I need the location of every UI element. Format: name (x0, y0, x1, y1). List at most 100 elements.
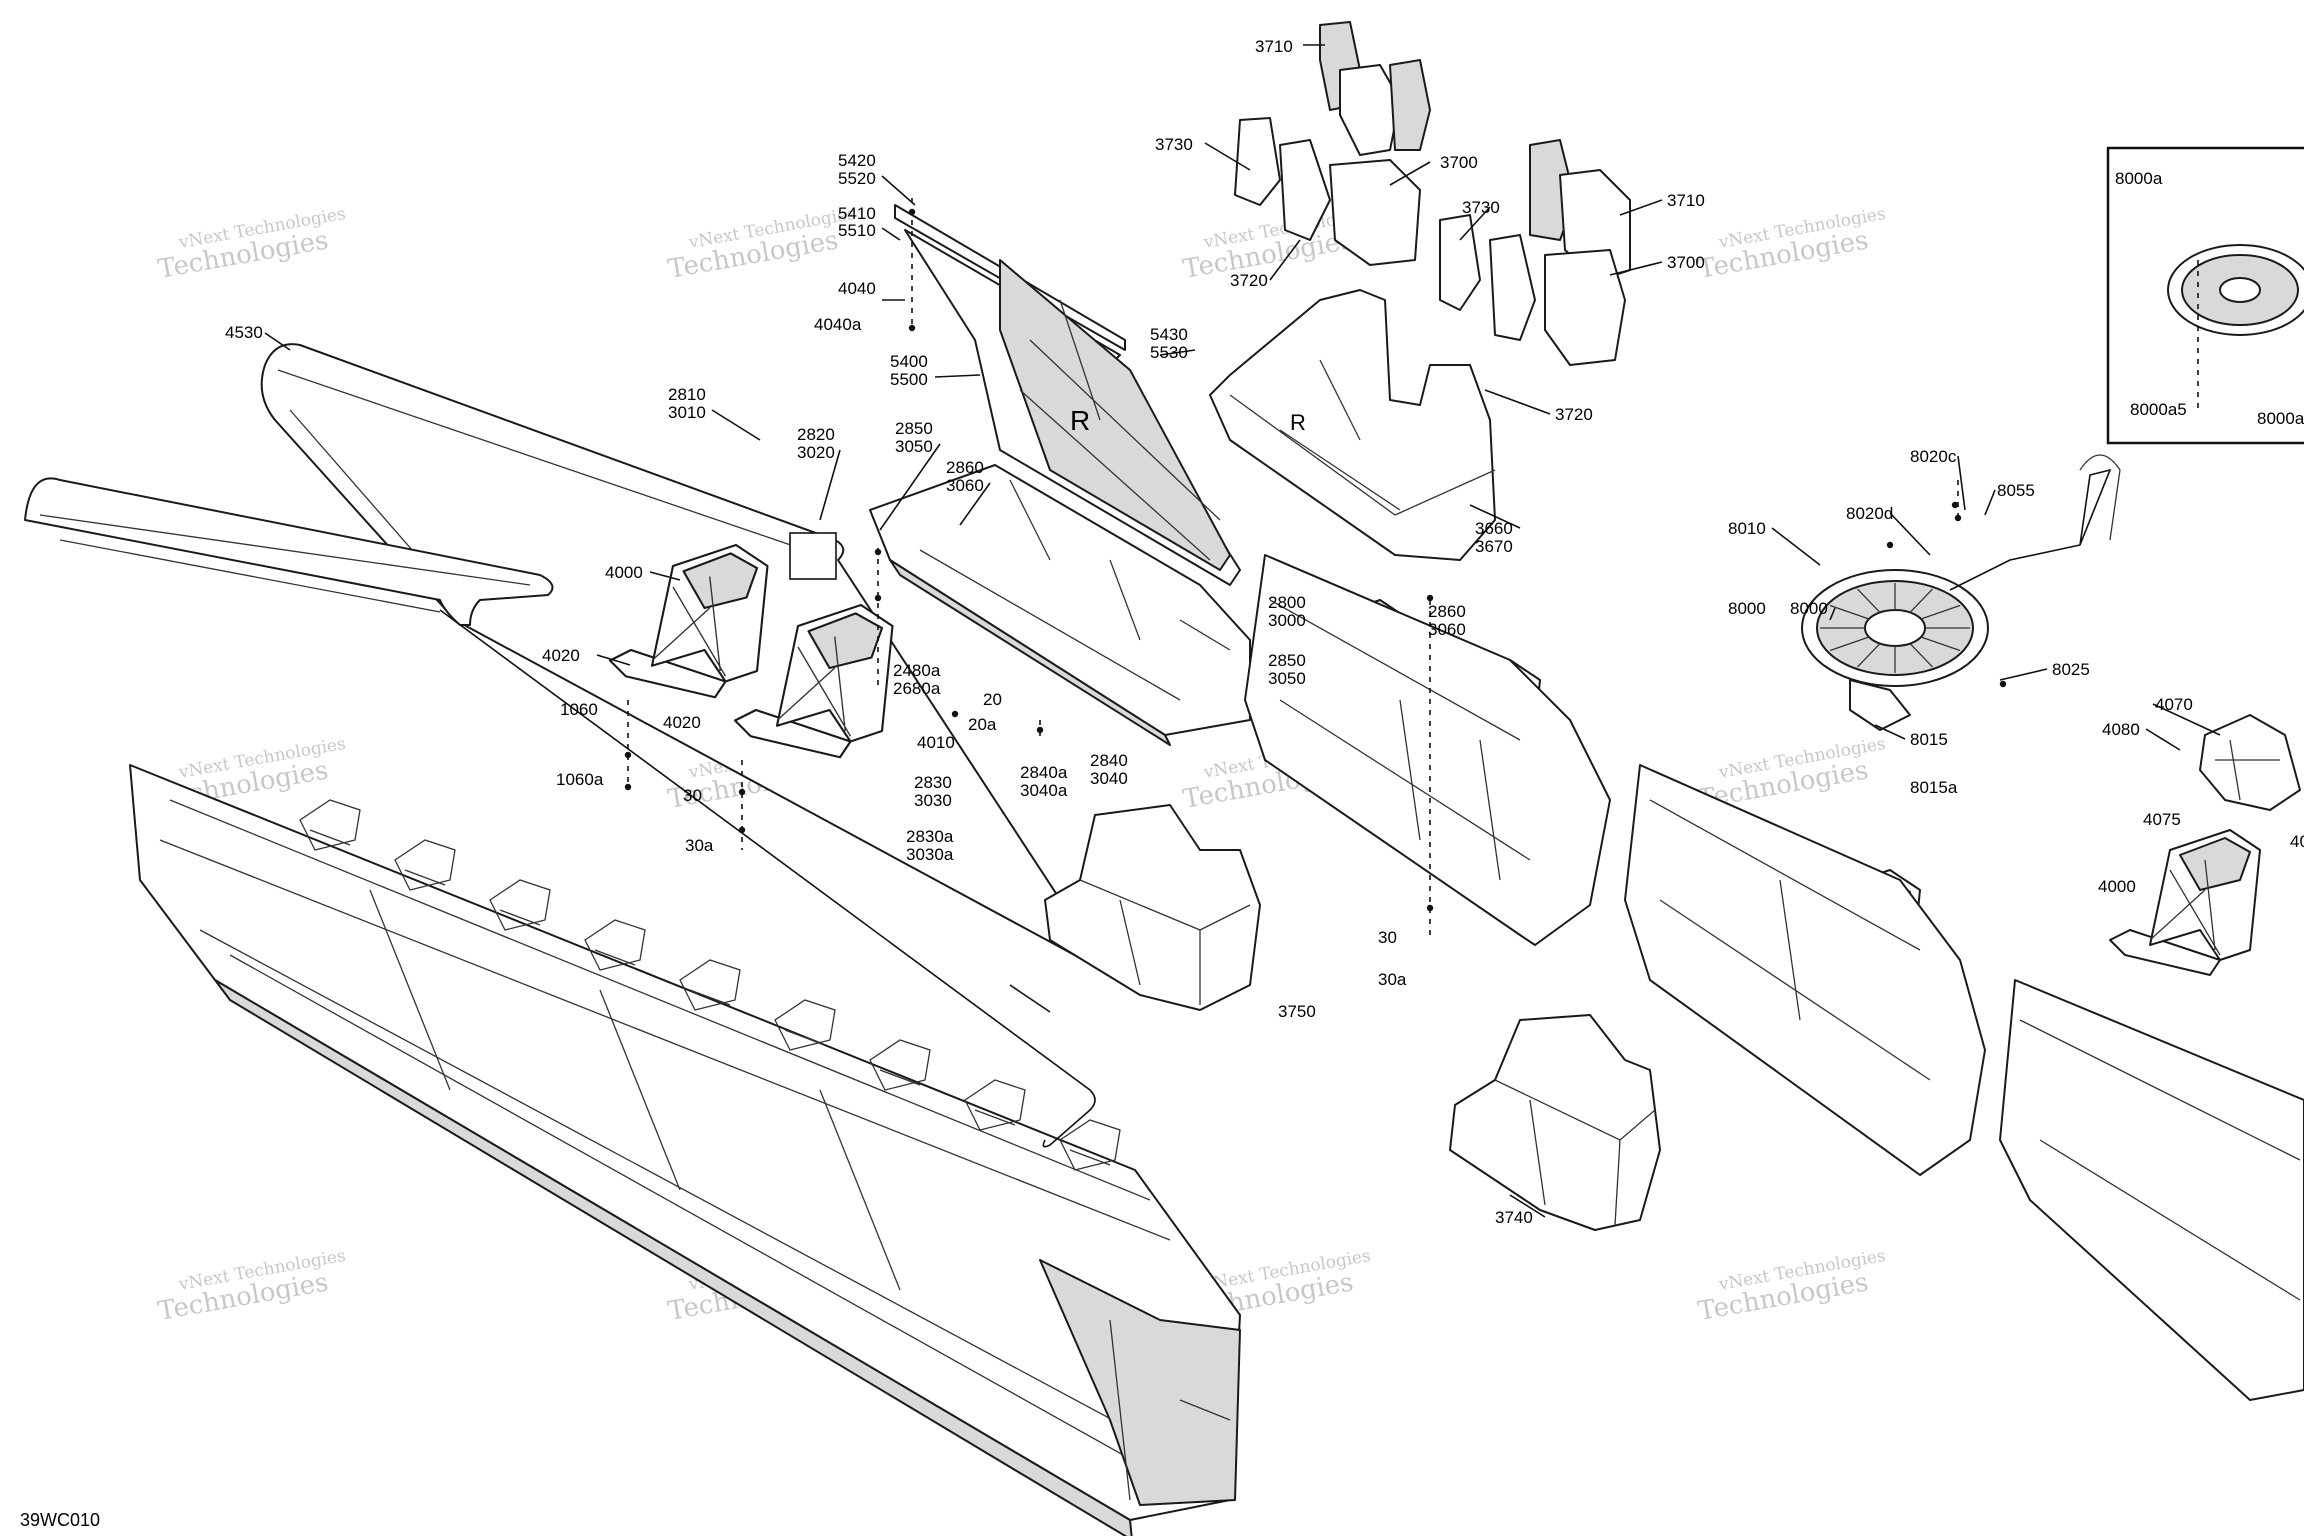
callout-label: 8010 (1728, 519, 1766, 538)
callout-label: 8000a (2115, 169, 2163, 188)
callout-label: 20 (983, 690, 1002, 709)
callout-label: 5510 (838, 221, 876, 240)
svg-text:R: R (1290, 410, 1306, 435)
callout-label: 5410 (838, 204, 876, 223)
callout-label: 3050 (895, 437, 933, 456)
callout-label: 3040a (1020, 781, 1068, 800)
callout-label: 2850 (895, 419, 933, 438)
fastener-dot (1999, 680, 2007, 688)
callout-label: 4530 (225, 323, 263, 342)
callout-label: 1060 (560, 700, 598, 719)
diagram-code: 39WC010 (20, 1510, 100, 1530)
callout-label: 3720 (1230, 271, 1268, 290)
tunnel-middle (1244, 554, 1611, 946)
leader-line (264, 332, 291, 351)
leader-line (711, 409, 761, 441)
leader-line (1204, 142, 1251, 171)
fastener-dot (1951, 501, 1959, 509)
inset-detail-box (2106, 146, 2304, 445)
callout-label: 3710 (1667, 191, 1705, 210)
leader-line (879, 443, 941, 531)
callout-label: 8020c (1910, 447, 1957, 466)
leader-line (1389, 161, 1431, 186)
callout-label: 2860 (946, 458, 984, 477)
callout-label: 3750 (1278, 1002, 1316, 1021)
callout-label: 2680a (893, 679, 941, 698)
fastener-dot (738, 826, 746, 834)
callout-label: 2820 (797, 425, 835, 444)
callout-label: 8055 (1997, 481, 2035, 500)
container-3750 (1044, 804, 1261, 1011)
leader-line (881, 227, 901, 241)
leader-line (1484, 389, 1551, 415)
support-leg (733, 603, 894, 759)
seat-frame-3660: R (1209, 289, 1496, 561)
callout-label: 3700 (1667, 253, 1705, 272)
svg-text:R: R (1070, 405, 1090, 436)
callout-label: 2840 (1090, 751, 1128, 770)
callout-label: 4080 (2102, 720, 2140, 739)
leader-line (1459, 206, 1491, 241)
callout-label: 2840a (1020, 763, 1068, 782)
callout-label: 1060a (556, 770, 604, 789)
leader-line (1619, 199, 1663, 216)
leader-line (959, 482, 991, 526)
tunnel-far-right (1999, 979, 2304, 1401)
leader-line (1957, 455, 1966, 511)
leader-line (1159, 349, 1196, 356)
callout-label: 3730 (1462, 198, 1500, 217)
tunnel-base-assembly (129, 764, 1241, 1536)
callout-label: 3030 (914, 791, 952, 810)
callout-label: 3660 (1475, 519, 1513, 538)
callout-label: 30a (1378, 970, 1407, 989)
tunnel-right (1624, 764, 1986, 1176)
seat-cushion-group-top (1234, 21, 1631, 366)
callout-label: 4010 (917, 733, 955, 752)
callout-label: 3020 (797, 443, 835, 462)
callout-label: 3720 (1555, 405, 1593, 424)
leader-lines (264, 44, 2221, 1218)
leader-line (1009, 984, 1051, 1013)
callout-label: 4040a (814, 315, 862, 334)
callout-label: 2830 (914, 773, 952, 792)
callout-label: 8020d (1846, 504, 1893, 523)
fastener-dot (624, 783, 632, 791)
callout-label: 8000a5 (2130, 400, 2187, 419)
callout-label: 3010 (668, 403, 706, 422)
callout-label: 3060 (1428, 620, 1466, 639)
callout-label: 4000 (2098, 877, 2136, 896)
callout-label: 8000 (1790, 599, 1828, 618)
leader-line (1269, 239, 1301, 281)
callout-label: 4070 (2155, 695, 2193, 714)
callout-label: 30 (683, 786, 702, 805)
leader-line (2145, 728, 2181, 751)
callout-label: 5430 (1150, 325, 1188, 344)
callout-label: 5420 (838, 151, 876, 170)
callout-label: 20a (968, 715, 997, 734)
fastener-dot (874, 594, 882, 602)
callout-label: 3740 (1495, 1208, 1533, 1227)
callout-label: 8000a (2257, 409, 2304, 428)
fastener-dot (738, 788, 746, 796)
callout-label: 5530 (1150, 343, 1188, 362)
leader-line (2152, 703, 2221, 736)
callout-label: 3040 (1090, 769, 1128, 788)
leader-line (1889, 512, 1931, 556)
fastener-dot (1036, 726, 1044, 734)
leader-line (1469, 504, 1521, 529)
leader-line (934, 374, 981, 378)
callout-label: 8025 (2052, 660, 2090, 679)
callout-label: 2850 (1268, 651, 1306, 670)
bracket-4070 (2199, 714, 2301, 811)
callout-label: 2480a (893, 661, 941, 680)
leader-line (1609, 261, 1663, 276)
fastener-dot (1426, 904, 1434, 912)
fastener-dot (624, 751, 632, 759)
callout-label: 3700 (1440, 153, 1478, 172)
callout-label: 4020 (542, 646, 580, 665)
